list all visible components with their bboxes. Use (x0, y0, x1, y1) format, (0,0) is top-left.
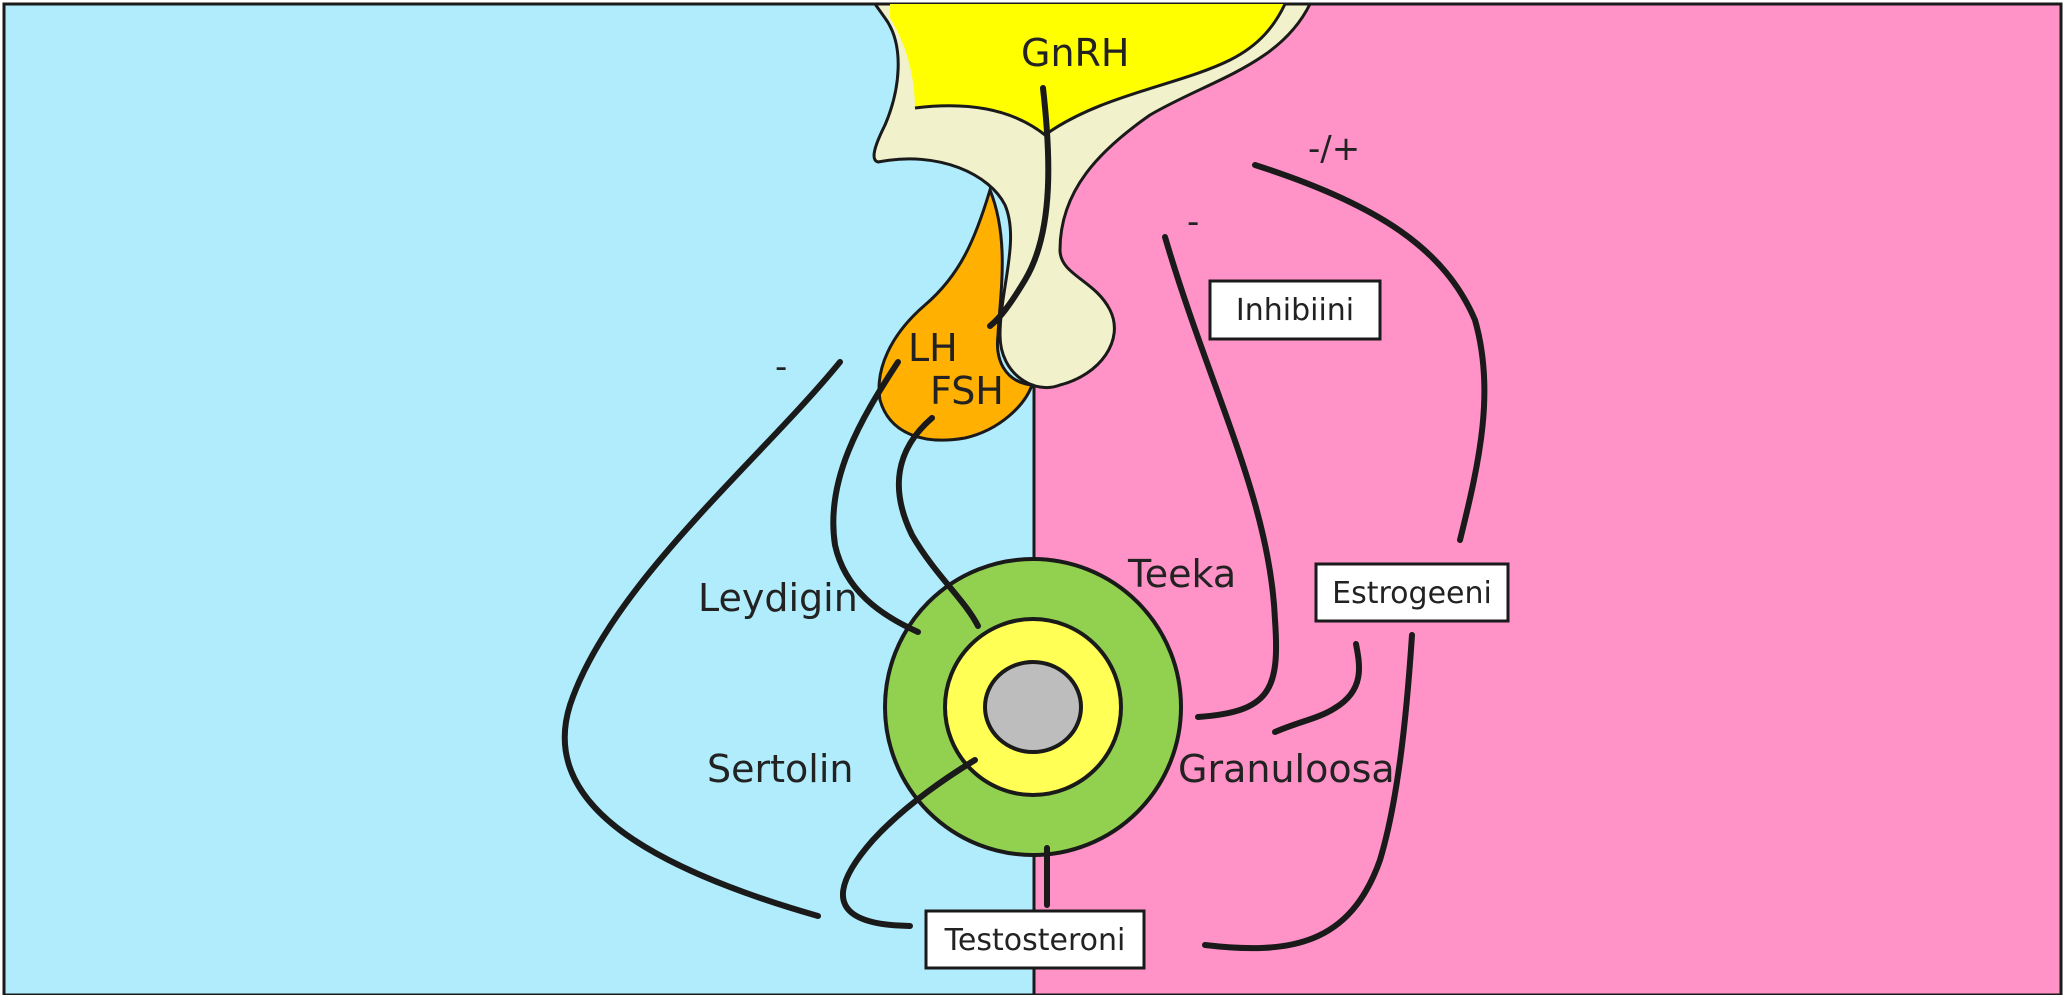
testosterone-box: Testosteroni (926, 911, 1144, 968)
male-feedback-sign: - (775, 347, 787, 387)
inhibin-box: Inhibiini (1210, 281, 1380, 339)
inhibin-feedback-sign: - (1187, 202, 1199, 242)
oocyte (985, 662, 1081, 752)
testosterone-box-label: Testosteroni (944, 923, 1126, 958)
female-panel (1034, 4, 2061, 995)
inhibin-box-label: Inhibiini (1236, 293, 1354, 328)
lh-label: LH (908, 326, 958, 370)
granulosa-label: Granuloosa (1178, 747, 1395, 791)
estrogen-feedback-sign: -/+ (1308, 129, 1360, 169)
gnrh-label: GnRH (1021, 31, 1130, 75)
leydig-label: Leydigin (698, 576, 858, 620)
estrogen-box-label: Estrogeeni (1332, 576, 1492, 611)
sertoli-label: Sertolin (707, 747, 853, 791)
theca-label: Teeka (1127, 552, 1236, 596)
estrogen-box: Estrogeeni (1316, 564, 1508, 621)
fsh-label: FSH (930, 369, 1004, 413)
